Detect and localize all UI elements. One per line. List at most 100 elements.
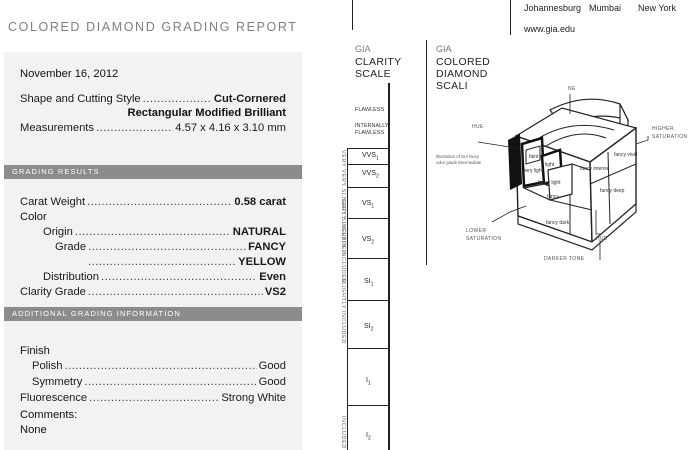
clarity-scale-line [388,83,390,450]
polish-label: Polish [32,360,63,372]
tick [348,218,390,219]
grade-vs1: VS1 [362,200,375,210]
leader-dots [96,122,173,134]
symmetry-row: Symmetry Good [32,376,286,390]
grade-si1: SI1 [364,278,374,288]
measurements-value: 4.57 x 4.16 x 3.10 mm [175,122,286,134]
grade-label: Grade [55,241,87,253]
city-johannesburg: Johannesburg [524,3,582,13]
polish-value: Good [258,360,286,372]
fold-line [352,0,353,30]
leader-dots [88,241,246,253]
measurements-label: Measurements [20,122,94,134]
caption-hue-top: HUE [472,124,484,130]
clarity-group-line [347,148,348,450]
label-faint: faint [529,154,539,160]
clarity-value: VS2 [264,286,286,298]
leader-dots [143,93,212,105]
color-gia: GIA [436,44,452,54]
group-i: INCLUDED [340,416,346,449]
tick [348,348,390,349]
caption-higher-sat-1: HIGHER [652,126,674,132]
leader-dots [88,286,263,298]
tick [348,187,390,188]
carat-label: Carat Weight [20,196,86,208]
grade-row: Grade FANCY [55,241,286,255]
flawless-label: FLAWLESS [355,107,385,113]
grade-vvs1: VVS1 [362,152,379,162]
website-link[interactable]: www.gia.edu [524,24,576,34]
carat-row: Carat Weight 0.58 carat [20,196,286,210]
clarity-gia: GIA [355,44,371,54]
caption-higher-sat-2: SATURATION [652,134,687,140]
origin-value: NATURAL [232,226,286,238]
header-divider [510,0,511,35]
leader-dots [89,392,219,404]
shape-label: Shape and Cutting Style [20,93,141,105]
color-title-line3: SCALI [436,80,468,92]
finish-label: Finish [20,345,50,357]
label-light: light [545,162,555,168]
city-mumbai: Mumbai [589,3,622,13]
leader-dots [84,376,256,388]
report-title: COLORED DIAMOND GRADING REPORT [8,20,298,34]
measurements-row: Measurements 4.57 x 4.16 x 3.10 mm [20,122,286,136]
polish-row: Polish Good [32,360,286,374]
origin-row: Origin NATURAL [43,226,286,240]
tick [348,258,390,259]
leader-dots [64,360,256,372]
grading-results-header: GRADING RESULTS [4,165,302,179]
grade-value: FANCY [248,241,286,253]
label-very-light: very light [523,168,544,174]
caption-lower-sat-1: LOWER [466,228,486,234]
clarity-title-line1: CLARITY [355,56,402,68]
color-scale-line [426,40,427,265]
label-fancy-vivid: fancy vivid [614,152,638,158]
fluorescence-row: Fluorescence Strong White [20,392,286,406]
label-fancy-intense: fancy intense [580,166,610,172]
grade-vs2: VS2 [362,236,375,246]
additional-info-header: ADDITIONAL GRADING INFORMATION [4,307,302,321]
caption-lower-sat-2: SATURATION [466,236,501,242]
tick [348,148,390,149]
caption-tone-top: NE [568,86,576,92]
group-vsi: VERY SLIGHTLY INCLUDED [340,198,346,284]
color-title-line1: COLORED [436,56,491,68]
group-si: SLIGHTLY INCLUDED [340,278,346,344]
grade-row-cont: YELLOW [88,256,286,270]
city-new-york: New York [638,3,677,13]
color-grade-diagram: faint very light light fancy light fancy… [436,86,687,262]
leader-dots [87,196,232,208]
label-fancy: fancy [547,194,559,200]
symmetry-label: Symmetry [32,376,83,388]
tick [348,164,390,165]
grade-i2: I2 [366,432,371,442]
caption-hue-bottom: HUE [596,236,608,242]
distribution-value: Even [259,271,286,283]
carat-value: 0.58 carat [234,196,286,208]
shape-value-cont: Rectangular Modified Brilliant [127,107,286,119]
label-fancy-light: fancy light [538,180,561,186]
symmetry-value: Good [258,376,286,388]
fluorescence-label: Fluorescence [20,392,88,404]
origin-label: Origin [43,226,73,238]
comments-label: Comments: [20,409,78,421]
clarity-label: Clarity Grade [20,286,86,298]
label-fancy-dark: fancy dark [546,220,570,226]
leader-dots [75,226,231,238]
if-label-line1: INTERNALLY [355,123,389,129]
grade-i1: I1 [366,377,371,387]
clarity-row: Clarity Grade VS2 [20,286,286,300]
report-date: November 16, 2012 [20,68,119,80]
leader-dots [101,271,257,283]
grade-vvs2: VVS2 [362,170,379,180]
shape-value: Cut-Cornered [213,93,286,105]
grade-value-cont: YELLOW [238,256,286,268]
leader-dots [88,256,236,268]
clarity-title-line2: SCALE [355,68,391,80]
if-label-line2: FLAWLESS [355,130,385,136]
distribution-label: Distribution [43,271,99,283]
grade-si2: SI2 [364,323,374,333]
caption-darker-tone: DARKER TONE [544,256,585,262]
tick [348,405,390,406]
